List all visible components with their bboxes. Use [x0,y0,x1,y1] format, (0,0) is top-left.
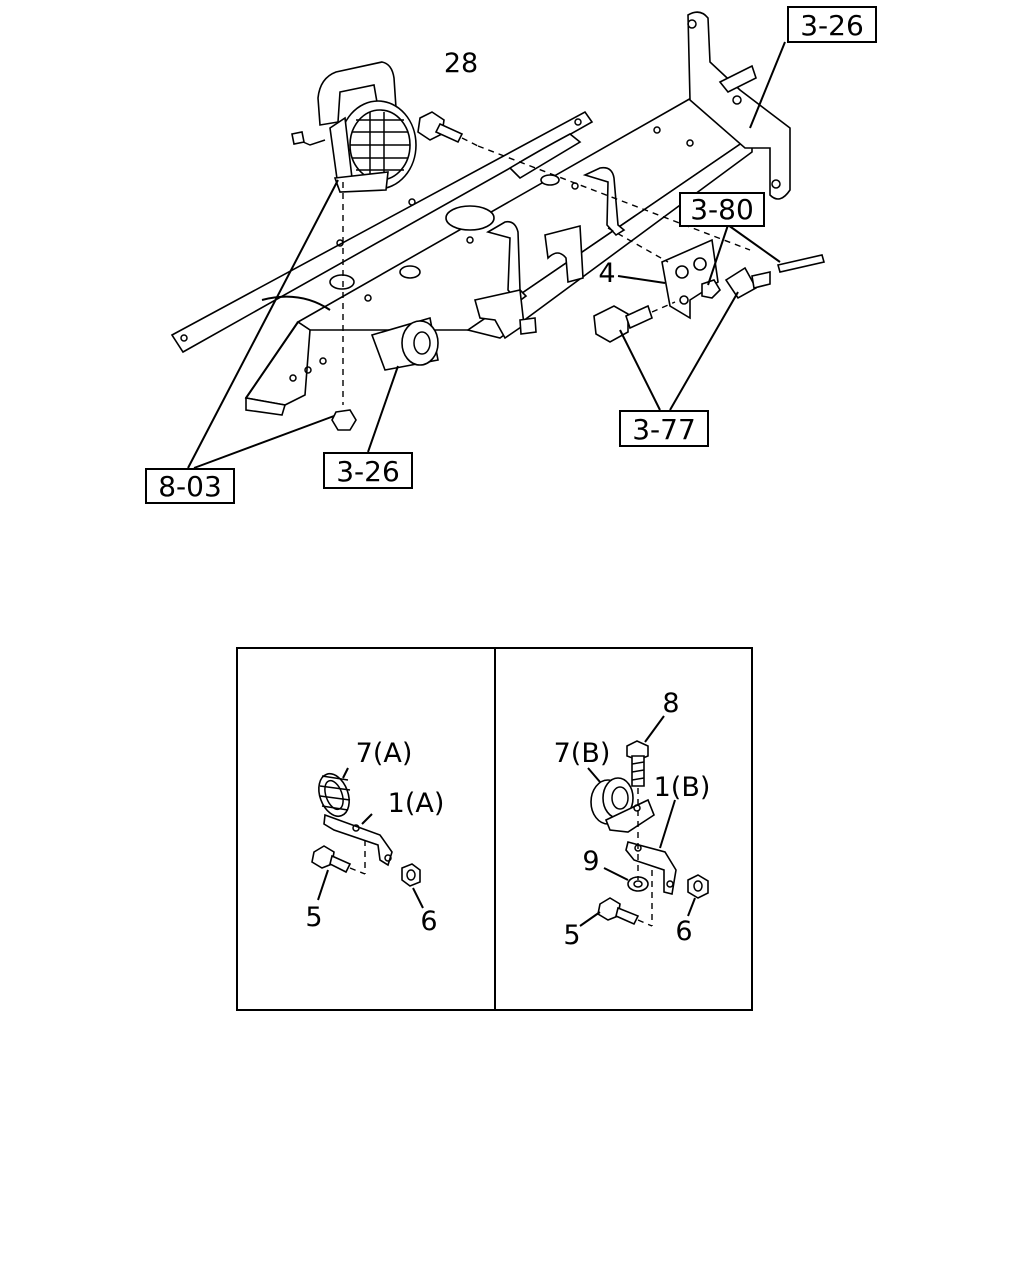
callout-3-26-bottom[interactable]: 3-26 [323,452,413,489]
ref-3-26-bottom-label: 3-26 [336,455,400,488]
callout-3-77[interactable]: 3-77 [619,410,709,447]
right-upright-bracket [687,11,791,200]
flat-strap [170,110,594,354]
ref-8-03-label: 8-03 [158,470,222,503]
under-mount [370,224,584,371]
clamp-7a-label: 7(A) [356,738,413,769]
part-number-28: 28 [444,48,478,79]
washer-9-label: 9 [582,846,599,877]
nut-6-right-label: 6 [675,916,692,947]
lamp-alignment [331,145,751,431]
bolt-28 [417,111,479,147]
work-lamp [291,61,417,193]
bolt-5-left-label: 5 [305,902,322,933]
detail-panels: 7(A) 1(A) 5 6 [236,647,753,1011]
detail-left-panel: 7(A) 1(A) 5 6 [305,738,444,937]
ref-3-26-top-label: 3-26 [800,9,864,42]
ref-3-77-label: 3-77 [632,413,696,446]
bracket-1b-label: 1(B) [654,772,711,803]
nut-6-left-label: 6 [420,906,437,937]
bolt-5-right-label: 5 [563,920,580,951]
callout-3-26-top[interactable]: 3-26 [787,6,877,43]
bracket-1a-label: 1(A) [388,788,445,819]
leader-lines [187,41,786,469]
cross-member [244,96,754,416]
detail-right-panel: 8 7(B) 1(B) 9 5 6 [554,688,711,951]
ref-3-80-label: 3-80 [690,193,754,226]
bracket-4-assembly [593,227,826,343]
clamp-7b-label: 7(B) [554,738,611,769]
callout-3-80[interactable]: 3-80 [679,192,765,227]
main-assembly: 3-26 3-80 3-77 3-26 8-03 28 4 [145,6,877,504]
callout-8-03[interactable]: 8-03 [145,468,235,504]
part-number-4: 4 [598,258,615,289]
bolt-8-label: 8 [662,688,679,719]
